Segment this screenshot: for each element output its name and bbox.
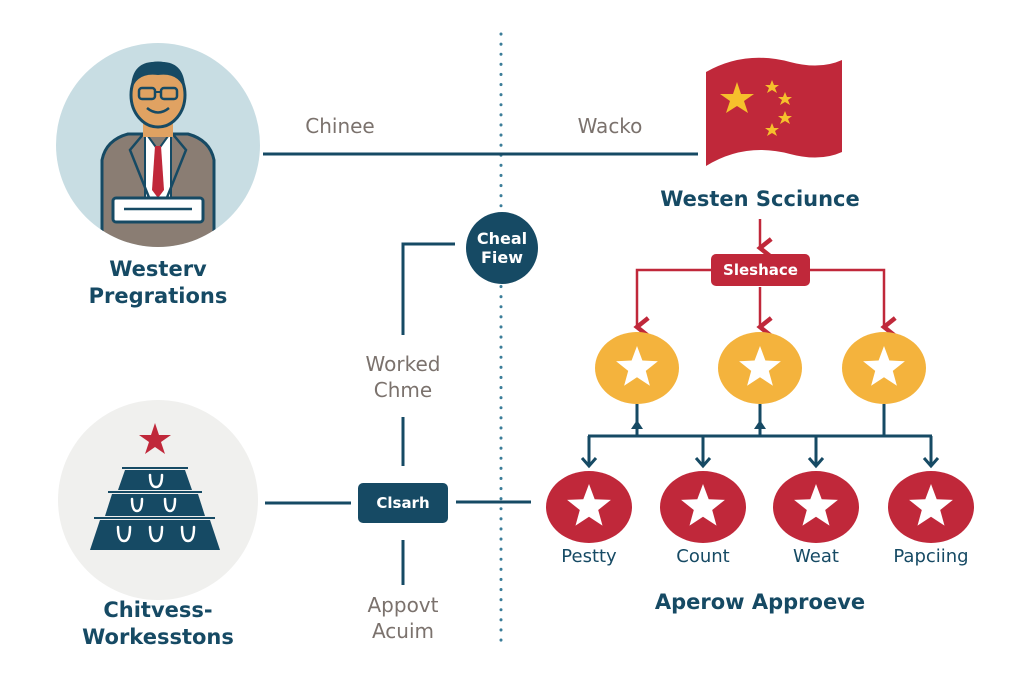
red-node-label: Count — [676, 546, 730, 567]
star-icon — [566, 484, 612, 530]
red-box[interactable]: Sleshace — [711, 254, 810, 286]
arrow-down-icon — [694, 457, 712, 469]
blue-arrowheads — [580, 420, 940, 469]
gold-node[interactable] — [842, 332, 926, 404]
center-box-label: Clsarh — [376, 494, 430, 512]
star-icon — [680, 484, 726, 530]
star-icon — [615, 346, 659, 390]
red-box-label: Sleshace — [723, 261, 798, 279]
red-node-label: Pestty — [561, 546, 617, 567]
pyramid-tree-icon — [58, 400, 258, 600]
red-node[interactable] — [660, 471, 746, 543]
red-node-label: Papciing — [893, 546, 969, 567]
arrow-up-icon — [754, 420, 766, 429]
gold-node[interactable] — [595, 332, 679, 404]
arrow-up-icon — [631, 420, 643, 429]
star-icon — [908, 484, 954, 530]
circle-node[interactable]: Cheal Fiew — [466, 212, 538, 284]
connector-label-left: Chinee — [305, 114, 375, 138]
businessman-icon — [56, 43, 260, 247]
circle-bracket-line — [401, 242, 455, 335]
upper-label: Worked Chme — [365, 352, 441, 402]
star-icon — [738, 346, 782, 390]
china-flag-icon — [706, 57, 842, 166]
red-branch-left — [633, 268, 713, 338]
red-node[interactable] — [888, 471, 974, 543]
center-box[interactable]: Clsarh — [358, 483, 448, 523]
figure-label-bottom: Chitvess- Workesstons — [82, 598, 234, 649]
red-node-label: Weat — [793, 546, 839, 567]
arrow-down-icon — [922, 457, 940, 469]
lower-label: Appovt Acuim — [367, 593, 439, 643]
red-node[interactable] — [773, 471, 859, 543]
right-title: Westen Scciunce — [660, 187, 860, 211]
red-node[interactable] — [546, 471, 632, 543]
gold-node[interactable] — [718, 332, 802, 404]
arrow-down-icon — [580, 457, 598, 469]
blue-bus — [587, 404, 933, 466]
star-icon — [862, 346, 906, 390]
red-branch-right — [810, 268, 897, 338]
connector-label-right: Wacko — [577, 114, 643, 138]
footer-label: Aperow Approeve — [654, 590, 866, 614]
star-icon — [793, 484, 839, 530]
arrow-down-icon — [807, 457, 825, 469]
circle-node-label: Cheal Fiew — [476, 229, 528, 267]
figure-label-top: Westerv Pregrations — [88, 257, 228, 308]
